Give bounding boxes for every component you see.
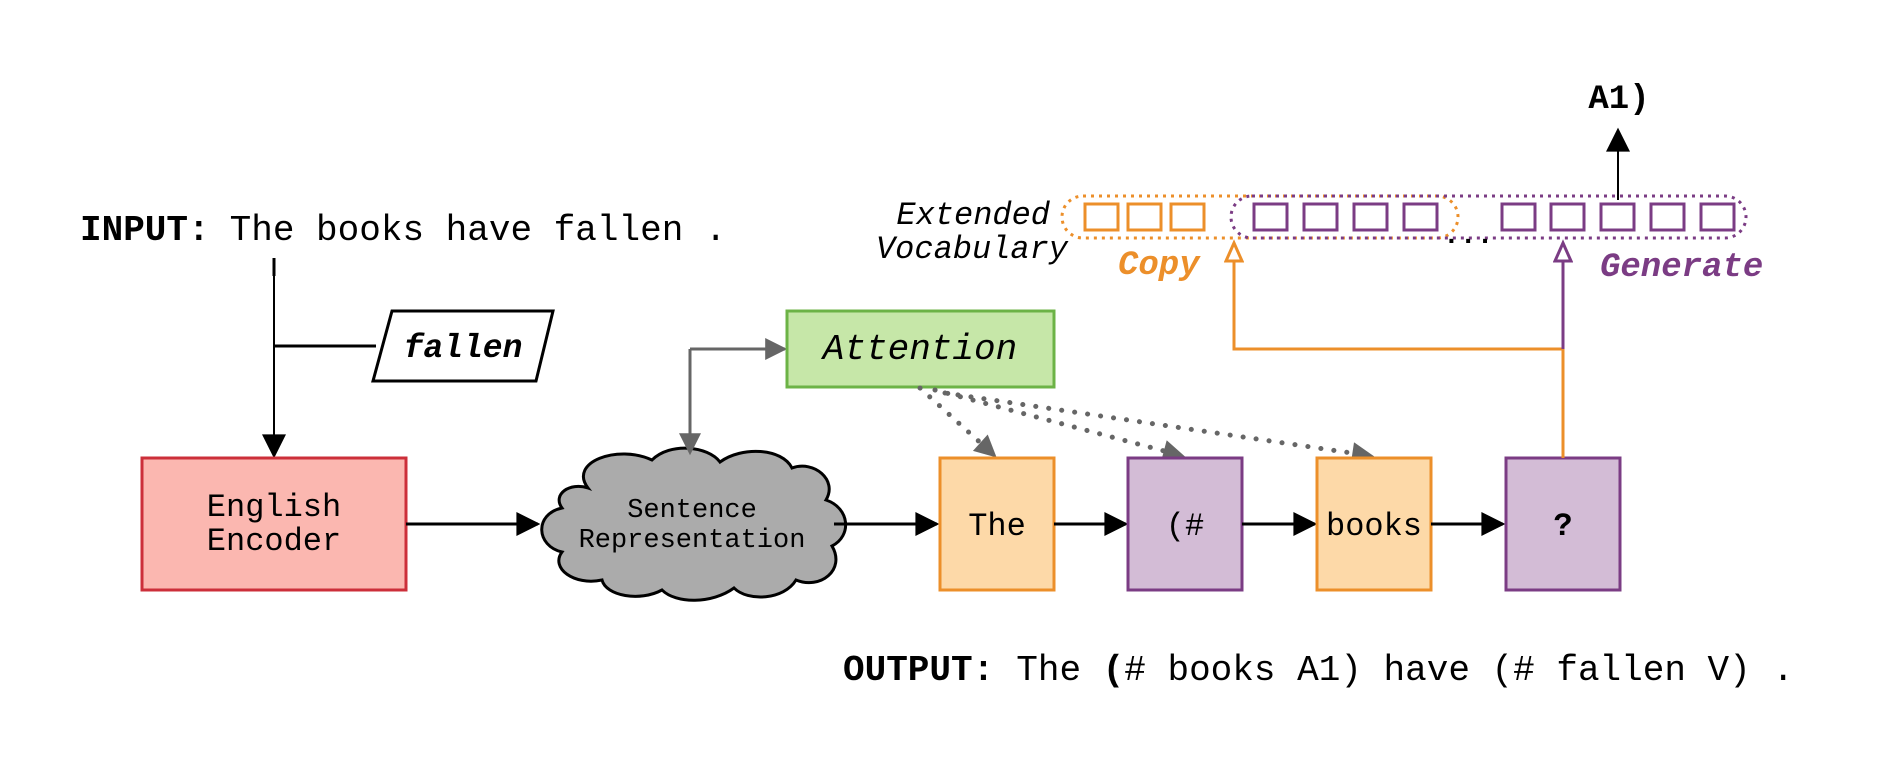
generate-slot [1649,202,1686,232]
representation-label-line1: Sentence [627,496,757,526]
encoder-box [140,456,408,592]
copy-slot [1169,202,1206,232]
encoder-label-line2: Encoder [207,523,341,560]
copy-slot [1126,202,1163,232]
decoder-token-1: The [968,508,1026,545]
decoder-token-2: (# [1166,508,1204,545]
decoder-box-4 [1504,456,1622,592]
generate-slot [1699,202,1736,232]
vocab-label-line1: Extended [896,197,1050,234]
output-segment-3: # books A1) have (# fallen V) . [1124,650,1794,691]
vocab-output-token: A1) [1588,81,1649,119]
generate-slot [1549,202,1586,232]
generate-label: Generate [1600,249,1763,287]
generate-slot [1352,202,1389,232]
attention-dotted-arrow-1 [917,385,998,459]
copy-label: Copy [1118,247,1201,285]
representation-label-line2: Representation [579,526,806,556]
generate-slot [1599,202,1636,232]
attention-dotted-arrow-2 [932,387,1186,462]
encoder-label-line1: English [207,489,341,526]
vocab-label-line2: Vocabulary [876,231,1069,268]
output-segment-2: ( [1103,650,1125,691]
output-segment-1: The [1016,650,1102,691]
decoder-sequence: The (# books ? [938,456,1622,592]
copy-slot [1083,202,1120,232]
sentence-representation-cloud [540,446,848,602]
output-line: OUTPUT: The (# books A1) have (# fallen V… [843,650,1794,691]
generate-slot [1500,202,1537,232]
attention-box [785,309,1056,389]
output-label: OUTPUT: [843,650,994,691]
generate-vocab-slots [1252,202,1736,232]
decoder-box-2 [1126,456,1244,592]
generate-slot [1402,202,1439,232]
generate-slot [1252,202,1289,232]
input-line: INPUT: The books have fallen . [80,210,727,251]
copy-path-arrow [1234,243,1565,458]
decoder-box-1 [938,456,1056,592]
input-label: INPUT: [80,210,210,251]
decoder-token-3: books [1326,508,1422,545]
predicate-label: fallen [404,330,523,367]
decoder-token-4: ? [1553,508,1572,545]
generate-slot [1302,202,1339,232]
vocab-ellipsis: ... [1443,221,1493,252]
predicate-box [371,309,555,383]
attention-label: Attention [821,329,1017,370]
input-text: The books have fallen . [230,210,727,251]
attention-dotted-arrow-3 [942,390,1375,464]
copy-vocab-slots [1083,202,1206,232]
generate-vocab-group [1229,194,1748,240]
